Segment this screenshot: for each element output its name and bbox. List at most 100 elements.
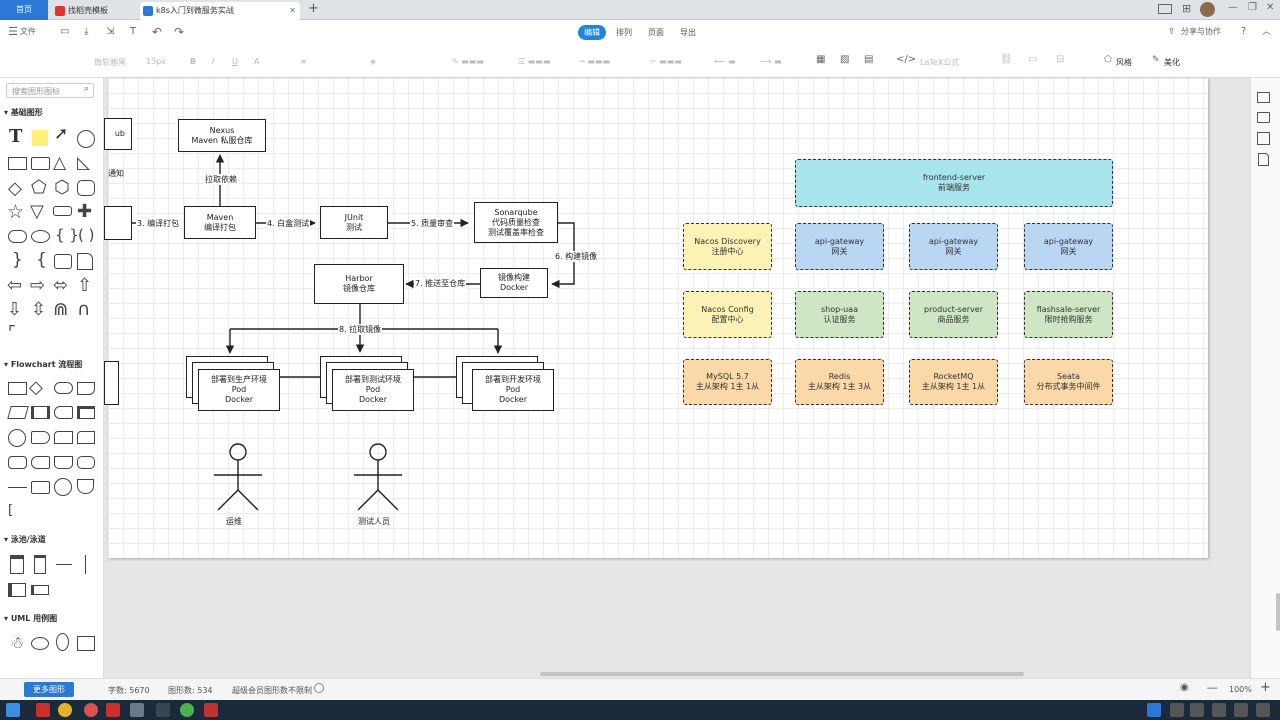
- help-icon[interactable]: ?: [1241, 26, 1247, 37]
- outline-panel-icon[interactable]: [1257, 112, 1270, 123]
- api-gateway-node-1[interactable]: api-gateway 网关: [795, 223, 884, 270]
- taskbar-app-icon-6[interactable]: [156, 703, 170, 717]
- save-icon[interactable]: ▭: [60, 26, 70, 37]
- line-color-icon[interactable]: ✎ ▬▬▬: [452, 57, 484, 66]
- redo-icon[interactable]: ↷: [174, 25, 185, 39]
- fill-color-icon[interactable]: ◈: [370, 57, 377, 66]
- bracket-icon[interactable]: ( ): [78, 226, 95, 244]
- mode-export[interactable]: 导出: [680, 28, 696, 37]
- card-flow-icon[interactable]: [77, 431, 95, 444]
- note-shape-icon[interactable]: [32, 130, 48, 146]
- comment-icon[interactable]: ▭: [1028, 54, 1038, 65]
- deploy-prod-node[interactable]: 部署到生产环境 Pod Docker: [198, 369, 280, 411]
- page-panel-icon[interactable]: [1257, 132, 1270, 145]
- undo-icon[interactable]: ↶: [152, 25, 163, 39]
- minimize-icon[interactable]: —: [1228, 2, 1238, 13]
- down-arrow-icon[interactable]: ⇩: [7, 299, 23, 320]
- menu-icon[interactable]: ☰: [8, 25, 18, 38]
- arrow-line-icon[interactable]: ➚: [54, 124, 69, 144]
- tray-icon-4[interactable]: [1212, 703, 1226, 717]
- manual-operation-icon[interactable]: [54, 456, 73, 469]
- table-icon[interactable]: ▤: [864, 54, 874, 65]
- tab-document[interactable]: k8s入门到微服务实战 ✕: [140, 2, 300, 20]
- stored-data-icon[interactable]: [54, 406, 73, 419]
- horizontal-lane-icon[interactable]: [31, 585, 49, 595]
- align-icon[interactable]: ≡: [300, 57, 307, 66]
- share-icon[interactable]: ⇪: [1168, 27, 1176, 37]
- api-gateway-node-2[interactable]: api-gateway 网关: [909, 223, 998, 270]
- canvas-area[interactable]: ub 通知 Nexus Maven 私服仓库 拉取依赖 3. 编译打包 Mave…: [104, 78, 1280, 678]
- off-page-icon[interactable]: [31, 481, 50, 494]
- section-uml[interactable]: ▾ UML 用例图: [4, 614, 58, 623]
- zoom-in-icon[interactable]: +: [1260, 680, 1271, 695]
- zoom-out-icon[interactable]: —: [1207, 681, 1218, 694]
- tray-icon-5[interactable]: [1234, 703, 1248, 717]
- left-right-arrow-icon[interactable]: ⬄: [53, 275, 69, 296]
- font-color-icon[interactable]: A: [254, 57, 260, 66]
- beautify-icon[interactable]: ✎: [1152, 55, 1160, 65]
- nacos-discovery-node[interactable]: Nacos Discovery 注册中心: [683, 223, 772, 270]
- document-flow-icon[interactable]: [77, 382, 95, 395]
- up-down-arrow-icon[interactable]: ⇳: [31, 299, 47, 320]
- partial-node-top[interactable]: ub: [104, 118, 132, 150]
- speech-bubble-icon[interactable]: [31, 230, 50, 243]
- frame-icon[interactable]: ▦: [816, 54, 826, 65]
- or-shape-icon[interactable]: [54, 478, 72, 496]
- brace-right-icon[interactable]: }: [12, 250, 23, 270]
- cross-shape-icon[interactable]: ✚: [77, 201, 93, 222]
- predefined-process-icon[interactable]: [31, 406, 50, 419]
- terminator-shape-icon[interactable]: [54, 382, 73, 394]
- cloud-shape-icon[interactable]: [8, 230, 27, 243]
- process-shape-icon[interactable]: [8, 382, 27, 395]
- left-arrow-icon[interactable]: ⇦: [7, 275, 23, 296]
- avatar[interactable]: [1200, 2, 1215, 17]
- text-shape-icon[interactable]: T: [9, 126, 23, 147]
- sonarqube-node[interactable]: Sonarqube 代码质量检查 测试覆盖率检查: [474, 202, 558, 243]
- manual-input-icon[interactable]: [54, 431, 73, 444]
- display-shape-icon[interactable]: [31, 456, 50, 469]
- octagon-shape-icon[interactable]: [77, 180, 95, 196]
- rectangle-shape-icon[interactable]: [8, 157, 27, 170]
- new-tab-icon[interactable]: +: [308, 1, 319, 16]
- tape-shape-icon[interactable]: [8, 456, 27, 469]
- frontend-server-node[interactable]: frontend-server 前端服务: [795, 159, 1113, 207]
- tray-icon-3[interactable]: [1190, 703, 1204, 717]
- image-icon[interactable]: ▨: [840, 54, 850, 65]
- section-flowchart[interactable]: ▾ Flowchart 流程图: [4, 360, 83, 369]
- tray-icon-6[interactable]: [1256, 703, 1270, 717]
- horizontal-scrollbar[interactable]: [540, 672, 1024, 676]
- mode-arrange[interactable]: 排列: [616, 28, 632, 37]
- taskbar-chrome-icon[interactable]: [58, 703, 72, 717]
- shield-shape-icon[interactable]: ▽: [30, 201, 44, 222]
- bracket-annotation-icon[interactable]: [: [8, 503, 14, 518]
- document-shape-icon[interactable]: [77, 253, 93, 270]
- section-basic-shapes[interactable]: ▾ 基础图形: [4, 108, 43, 117]
- underline-icon[interactable]: U: [232, 57, 238, 66]
- right-arrow-icon[interactable]: ⇨: [30, 275, 46, 296]
- search-box[interactable]: 搜索图形图标 ⌕: [6, 83, 94, 98]
- maven-node[interactable]: Maven 编译打包: [184, 206, 256, 239]
- mode-edit[interactable]: 编辑: [578, 25, 606, 40]
- preparation-shape-icon[interactable]: [77, 456, 95, 469]
- u-shape-icon[interactable]: ∩: [77, 299, 91, 320]
- link-icon[interactable]: ⛓: [1000, 54, 1013, 65]
- history-panel-icon[interactable]: [1258, 153, 1269, 166]
- shop-uaa-node[interactable]: shop-uaa 认证服务: [795, 291, 884, 338]
- deploy-test-node[interactable]: 部署到测试环境 Pod Docker: [332, 369, 414, 411]
- u-turn-arrow-icon[interactable]: ⋒: [53, 299, 69, 320]
- mode-page[interactable]: 页面: [648, 28, 664, 37]
- use-case-icon[interactable]: [31, 637, 49, 650]
- ellipse-shape-icon[interactable]: [56, 633, 69, 651]
- tab-templates[interactable]: 找稻壳模板: [52, 2, 136, 20]
- rocketmq-node[interactable]: RocketMQ 主从架构 1主 1从: [909, 359, 998, 405]
- brace-left-icon[interactable]: { }: [55, 226, 79, 244]
- taskbar-app-icon-7[interactable]: [180, 703, 194, 717]
- zoom-level[interactable]: 100%: [1229, 685, 1252, 694]
- line-shape-icon[interactable]: [8, 487, 27, 489]
- partial-node-bottom[interactable]: [104, 361, 119, 405]
- vertical-lane-icon[interactable]: [34, 555, 46, 574]
- nacos-config-node[interactable]: Nacos Config 配置中心: [683, 291, 772, 338]
- diamond-shape-icon[interactable]: ◇: [8, 178, 22, 199]
- right-triangle-shape-icon[interactable]: ◺: [77, 153, 91, 173]
- end-arrow-icon[interactable]: ⟶ ▬: [760, 57, 782, 66]
